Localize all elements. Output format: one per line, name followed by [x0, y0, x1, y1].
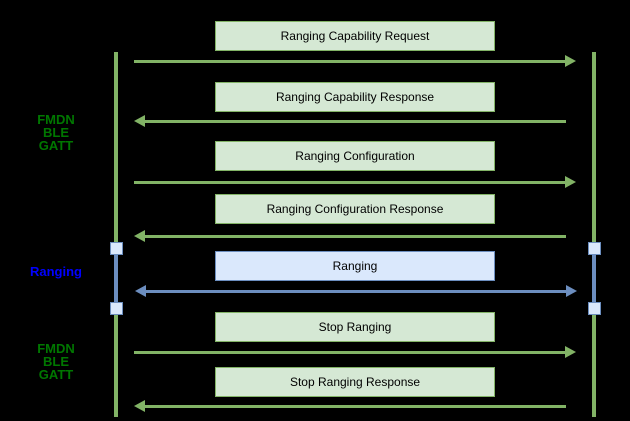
- message-arrow-right: [134, 345, 576, 359]
- message-box: Ranging: [215, 251, 495, 281]
- arrowhead-right-icon: [565, 55, 576, 67]
- message-arrow-left: [134, 229, 576, 243]
- arrowhead-right-icon: [565, 176, 576, 188]
- message-box: Ranging Configuration Response: [215, 194, 495, 224]
- activation-start-marker-right: [587, 242, 601, 255]
- arrow-shaft: [144, 404, 566, 408]
- message-arrow-left: [134, 114, 576, 128]
- arrow-shaft: [144, 234, 566, 238]
- message-arrow-bidirectional: [135, 284, 577, 298]
- message-box: Stop Ranging Response: [215, 367, 495, 397]
- phase-label-fmdn-ble-gatt-bottom: FMDN BLE GATT: [6, 342, 106, 381]
- arrow-shaft: [145, 289, 567, 293]
- phase-label-ranging: Ranging: [6, 265, 106, 278]
- message-box: Ranging Capability Request: [215, 21, 495, 51]
- message-arrow-right: [134, 54, 576, 68]
- phase-label-fmdn-ble-gatt-top: FMDN BLE GATT: [6, 113, 106, 152]
- activation-start-marker-left: [109, 242, 123, 255]
- arrowhead-right-icon: [565, 346, 576, 358]
- message-arrow-right: [134, 175, 576, 189]
- phase-label-line: FMDN: [37, 112, 75, 127]
- activation-span-left: [114, 249, 118, 309]
- arrowhead-left-icon: [134, 115, 145, 127]
- arrowhead-left-icon: [134, 400, 145, 412]
- activation-end-marker-right: [587, 302, 601, 315]
- message-box: Ranging Configuration: [215, 141, 495, 171]
- phase-label-line: FMDN: [37, 341, 75, 356]
- activation-span-right: [592, 249, 596, 309]
- phase-label-line: BLE: [43, 125, 69, 140]
- phase-label-line: GATT: [38, 138, 74, 153]
- arrow-shaft: [134, 59, 566, 63]
- arrow-shaft: [134, 350, 566, 354]
- arrow-shaft: [144, 119, 566, 123]
- phase-label-line: Ranging: [30, 264, 82, 279]
- phase-label-line: BLE: [43, 354, 69, 369]
- arrowhead-left-icon: [134, 230, 145, 242]
- activation-end-marker-left: [109, 302, 123, 315]
- lifeline-right: [592, 52, 596, 417]
- message-box: Ranging Capability Response: [215, 82, 495, 112]
- message-box: Stop Ranging: [215, 312, 495, 342]
- message-arrow-left: [134, 399, 576, 413]
- phase-label-line: GATT: [38, 367, 74, 382]
- arrowhead-left-icon: [135, 285, 146, 297]
- lifeline-left: [114, 52, 118, 417]
- arrow-shaft: [134, 180, 566, 184]
- arrowhead-right-icon: [566, 285, 577, 297]
